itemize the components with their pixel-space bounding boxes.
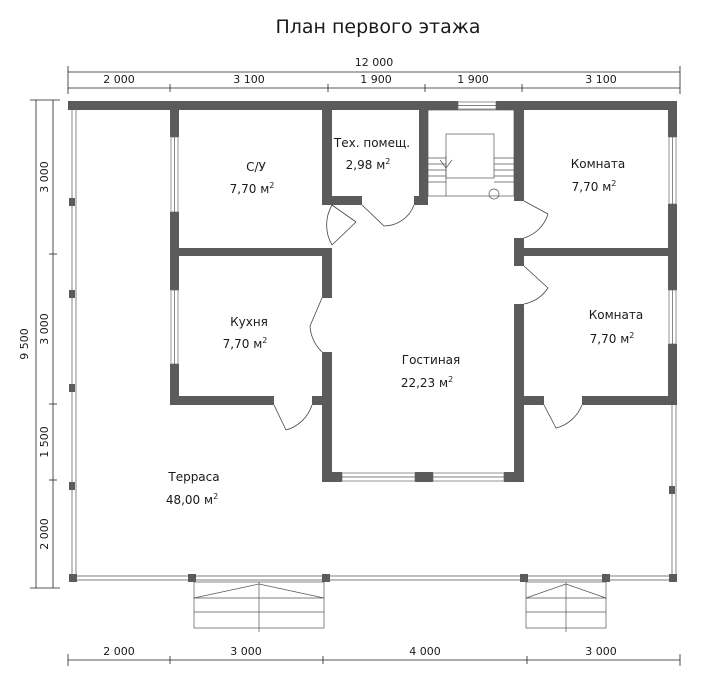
room-area: 48,00 м2 <box>166 492 218 507</box>
staircase <box>427 109 515 200</box>
top-dimension-5: 3 100 <box>585 73 617 86</box>
plan-title: План первого этажа <box>275 16 480 38</box>
room-name: Кухня <box>230 315 268 329</box>
left-dimension-2: 3 000 <box>38 313 51 345</box>
bottom-dimension-chain: 2 000 3 000 4 000 3 000 <box>67 645 681 666</box>
entry-steps-right <box>525 581 607 632</box>
room-name: Терраса <box>167 470 219 484</box>
room-bedroom-1: Комната 7,70 м2 <box>571 157 625 194</box>
room-area: 7,70 м2 <box>572 179 617 194</box>
bottom-dimension-1: 2 000 <box>103 645 135 658</box>
room-area: 7,70 м2 <box>230 181 275 196</box>
room-name: С/У <box>246 160 266 174</box>
room-kitchen: Кухня 7,70 м2 <box>223 315 268 351</box>
doors <box>273 200 583 431</box>
bottom-dimension-2: 3 000 <box>230 645 262 658</box>
room-terrace: Терраса 48,00 м2 <box>166 470 220 507</box>
room-area: 7,70 м2 <box>590 331 635 346</box>
bottom-dimension-4: 3 000 <box>585 645 617 658</box>
room-tech: Тех. помещ. 2,98 м2 <box>333 136 410 172</box>
room-bedroom-2: Комната 7,70 м2 <box>589 308 643 346</box>
top-dimension-3: 1 900 <box>360 73 392 86</box>
room-area: 2,98 м2 <box>346 157 391 172</box>
left-dimension-4: 2 000 <box>38 518 51 550</box>
top-dimension-chain: 12 000 2 000 3 100 1 900 1 900 3 100 <box>67 56 681 94</box>
top-dimension-2: 3 100 <box>233 73 265 86</box>
top-dimension-4: 1 900 <box>457 73 489 86</box>
walls <box>68 101 677 482</box>
left-dimension-chain: 9 500 3 000 3 000 1 500 2 000 <box>18 99 60 589</box>
room-area: 22,23 м2 <box>401 375 453 390</box>
left-total-dimension: 9 500 <box>18 328 31 360</box>
room-name: Тех. помещ. <box>333 136 410 150</box>
room-living: Гостиная 22,23 м2 <box>401 353 460 390</box>
top-dimension-1: 2 000 <box>103 73 135 86</box>
room-area: 7,70 м2 <box>223 336 268 351</box>
left-dimension-3: 1 500 <box>38 426 51 458</box>
room-bath: С/У 7,70 м2 <box>230 160 275 196</box>
room-name: Комната <box>571 157 625 171</box>
room-name: Комната <box>589 308 643 322</box>
room-name: Гостиная <box>402 353 460 367</box>
left-dimension-1: 3 000 <box>38 161 51 193</box>
windows <box>170 101 677 482</box>
top-total-dimension: 12 000 <box>355 56 394 69</box>
terrace-railing <box>69 102 677 582</box>
entry-steps-left <box>193 581 325 632</box>
bottom-dimension-3: 4 000 <box>409 645 441 658</box>
